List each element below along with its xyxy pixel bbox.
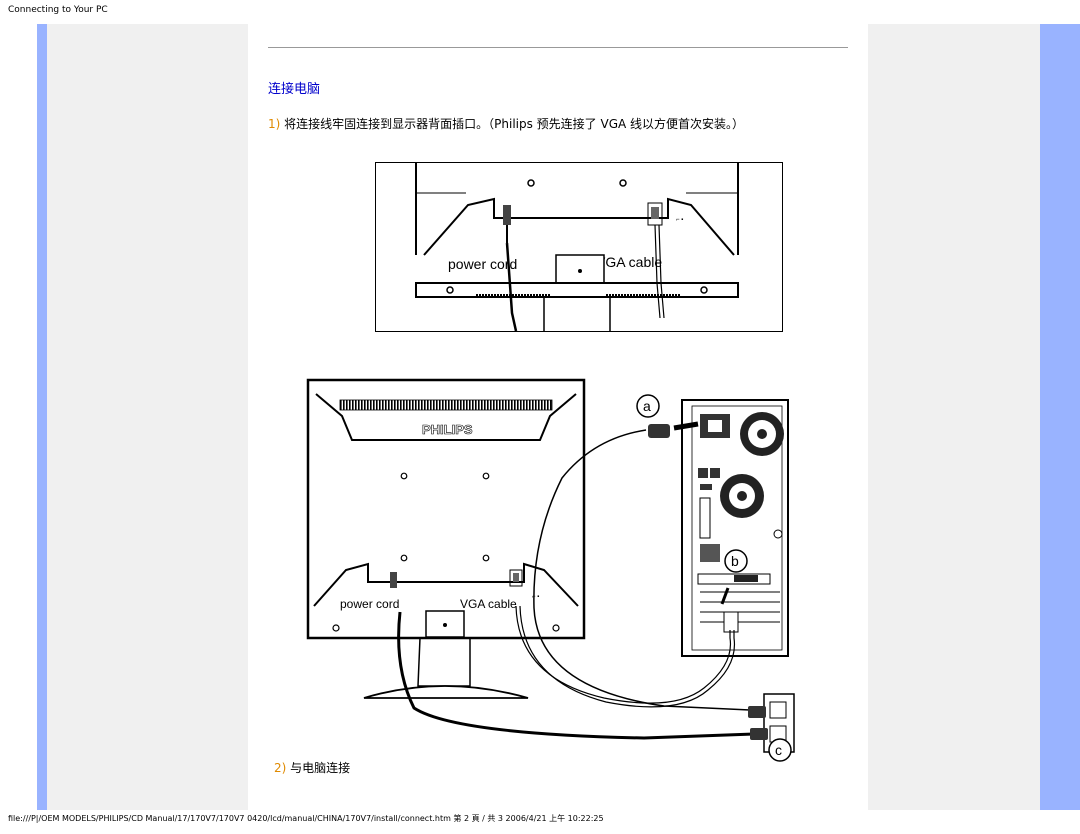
step-2: 2) 与电脑连接 bbox=[274, 759, 350, 776]
marker-c-label: c bbox=[775, 742, 782, 758]
page-footer-path: file:///P|/OEM MODELS/PHILIPS/CD Manual/… bbox=[8, 814, 604, 823]
step-1: 1) 将连接线牢固连接到显示器背面插口。（Philips 预先连接了 VGA 线… bbox=[268, 115, 744, 132]
fig1-power-label: power cord bbox=[448, 256, 517, 272]
right-accent-bar bbox=[1040, 24, 1080, 810]
step-2-number: 2) bbox=[274, 761, 287, 775]
marker-c-circle bbox=[768, 738, 792, 762]
step-1-text: 将连接线牢固连接到显示器背面插口。（Philips 预先连接了 VGA 线以方便… bbox=[284, 117, 745, 131]
marker-b-label: b bbox=[731, 553, 739, 569]
step-2-text: 与电脑连接 bbox=[290, 761, 351, 775]
fig2-power-label: power cord bbox=[340, 597, 399, 611]
marker-a-circle bbox=[636, 394, 660, 418]
section-heading: 连接电脑 bbox=[268, 82, 321, 97]
marker-b-circle bbox=[724, 549, 748, 573]
fig2-vga-label: VGA cable bbox=[460, 597, 517, 611]
page-header-title: Connecting to Your PC bbox=[8, 5, 108, 15]
left-margin-panel bbox=[47, 24, 248, 810]
monitor-back-drawing: ⌐ ▪ power cord VGA cable bbox=[415, 163, 739, 341]
left-accent-bar bbox=[37, 24, 47, 810]
right-margin-panel bbox=[868, 24, 1040, 810]
main-content: 连接电脑 1) 将连接线牢固连接到显示器背面插口。（Philips 预先连接了 … bbox=[248, 24, 868, 810]
connection-diagram-figure: PHILIPS ⌐ ▪ power cord VGA cable bbox=[304, 368, 798, 768]
marker-a-label: a bbox=[643, 398, 651, 414]
svg-text:⌐ ▪: ⌐ ▪ bbox=[676, 217, 683, 223]
horizontal-rule bbox=[268, 47, 848, 48]
fig1-vga-label: VGA cable bbox=[596, 254, 662, 270]
svg-text:⌐ ▪: ⌐ ▪ bbox=[532, 594, 539, 600]
monitor-back-figure: ⌐ ▪ power cord VGA cable bbox=[375, 162, 783, 341]
connection-diagram-drawing: PHILIPS ⌐ ▪ power cord VGA cable bbox=[306, 378, 795, 762]
philips-logo-text: PHILIPS bbox=[422, 422, 473, 437]
step-1-number: 1) bbox=[268, 117, 281, 131]
